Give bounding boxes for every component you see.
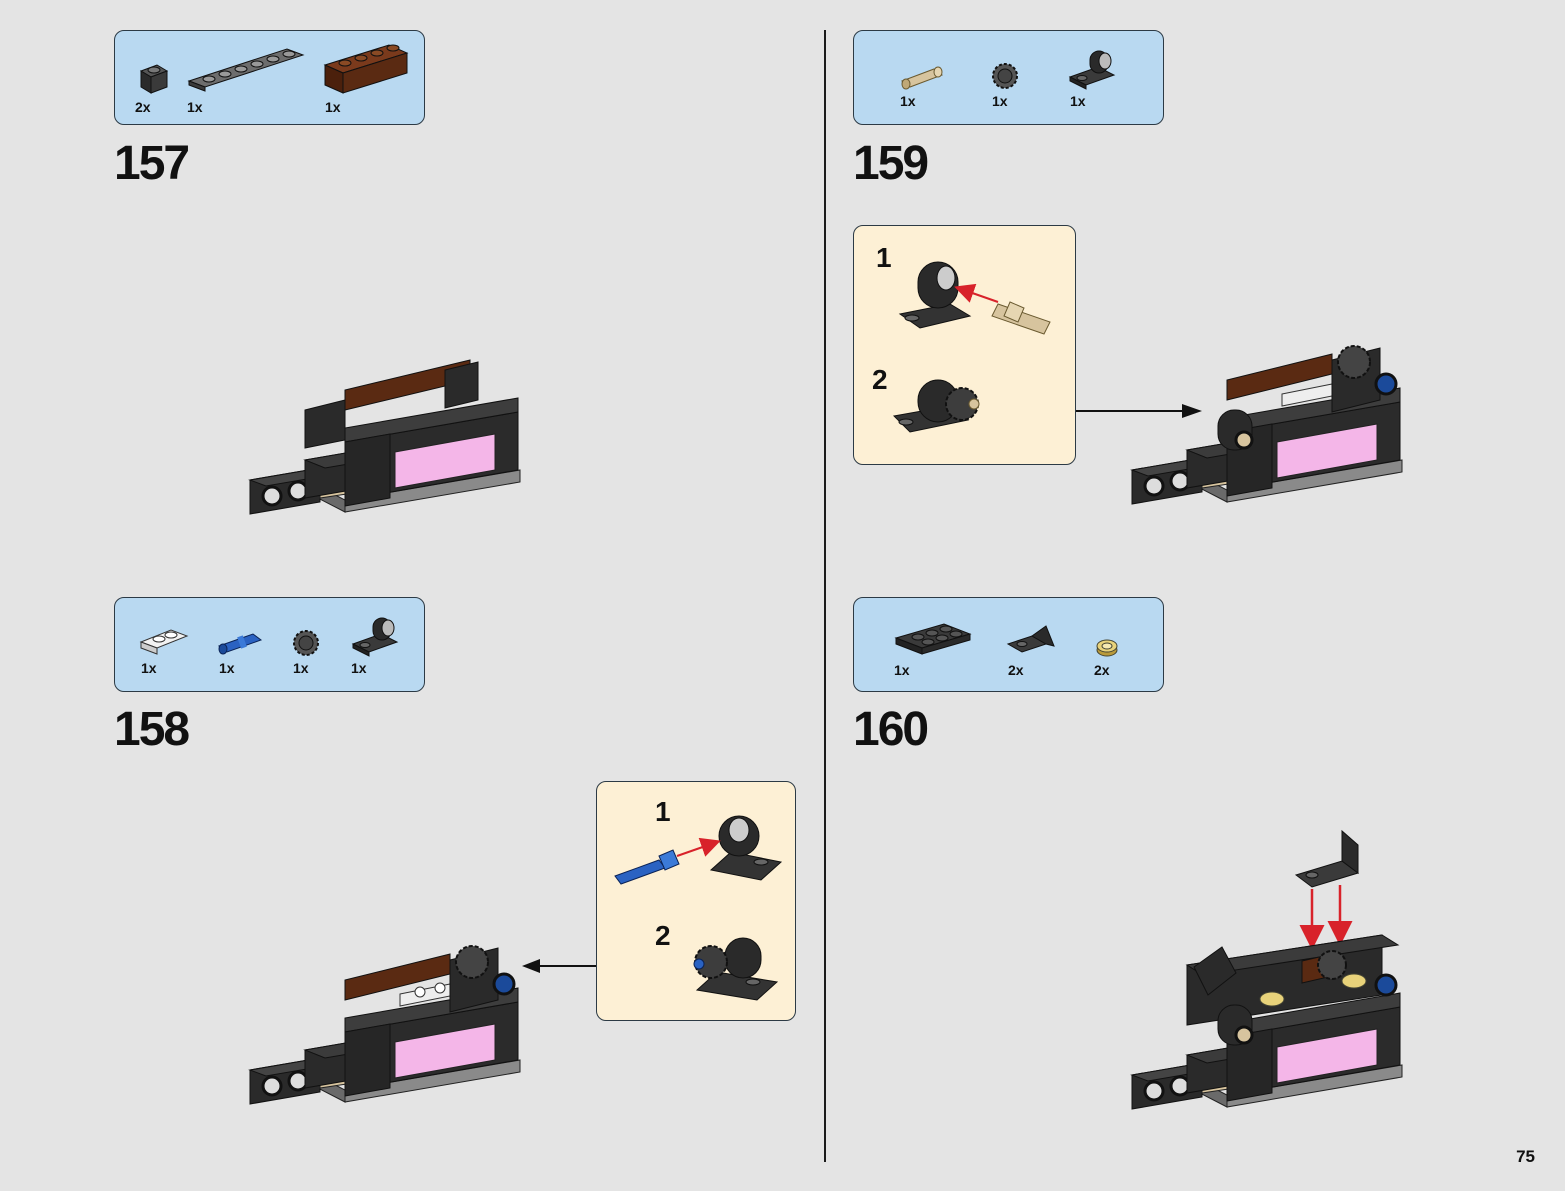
part-qty: 2x (1094, 662, 1110, 678)
callout-arrowhead (522, 959, 540, 973)
subassembly-callout-159: 1 2 (853, 225, 1076, 465)
white-plate-1x2-icon (139, 626, 189, 656)
part-qty: 1x (187, 99, 203, 115)
dark-gray-gear-icon (990, 61, 1020, 91)
black-brick-1x1-icon (135, 61, 169, 95)
part-qty: 1x (894, 662, 910, 678)
part-qty: 1x (351, 660, 367, 676)
parts-callout-159: 1x 1x 1x (853, 30, 1164, 125)
part-qty: 2x (1008, 662, 1024, 678)
subassembly-callout-158: 1 2 (596, 781, 796, 1021)
step-number-158: 158 (114, 703, 190, 756)
parts-callout-158: 1x 1x 1x 1x (114, 597, 425, 692)
part-qty: 1x (141, 660, 157, 676)
part-qty: 2x (135, 99, 151, 115)
part-qty: 1x (325, 99, 341, 115)
step-number-160: 160 (853, 703, 929, 756)
substep-number: 1 (655, 796, 671, 827)
substep-number: 2 (655, 920, 671, 951)
black-bracket-pin-hole-icon (351, 614, 401, 658)
step-number-157: 157 (114, 137, 190, 190)
black-bracket-icon (1006, 622, 1056, 658)
parts-callout-160: 1x 2x 2x (853, 597, 1164, 692)
gold-round-tile-icon (1092, 636, 1122, 660)
part-qty: 1x (992, 93, 1008, 109)
part-qty: 1x (219, 660, 235, 676)
part-qty: 1x (900, 93, 916, 109)
substep-number: 2 (872, 364, 888, 395)
black-bracket-pin-hole-icon (1068, 47, 1118, 91)
model-assembly-159 (1130, 320, 1422, 525)
page-number: 75 (1516, 1147, 1535, 1166)
substep-number: 1 (876, 242, 892, 273)
substep-2-illustration (890, 376, 1000, 461)
black-plate-2x3-icon (894, 620, 974, 660)
dark-gray-gear-icon (291, 628, 321, 658)
callout-arrow (536, 965, 596, 967)
model-assembly-158 (248, 920, 530, 1125)
callout-arrowhead (1182, 404, 1202, 418)
substep-1-illustration (890, 254, 1070, 349)
tan-axle-pin-icon (898, 61, 948, 91)
part-qty: 1x (1070, 93, 1086, 109)
substep-1-illustration (611, 812, 791, 897)
part-qty: 1x (293, 660, 309, 676)
step-number-159: 159 (853, 137, 929, 190)
brown-brick-1x4-icon (323, 39, 413, 94)
model-assembly-160 (1130, 825, 1422, 1130)
callout-arrow (1076, 410, 1186, 412)
parts-callout-157: 2x 1x 1x (114, 30, 425, 125)
substep-2-illustration (687, 932, 787, 1017)
column-divider (824, 30, 826, 1162)
model-assembly-157 (248, 330, 522, 525)
dark-gray-plate-1x6-icon (187, 41, 307, 92)
blue-axle-pin-icon (215, 628, 265, 658)
